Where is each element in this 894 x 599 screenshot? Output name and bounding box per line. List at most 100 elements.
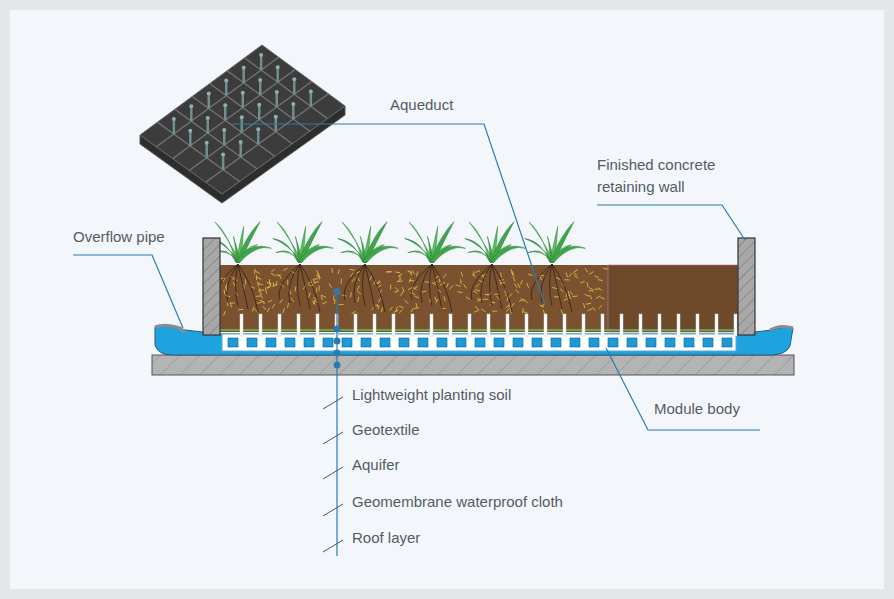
soil-fibre — [252, 307, 253, 312]
aqueduct-peg — [658, 314, 661, 336]
aqueduct-peg — [563, 314, 566, 336]
root — [238, 264, 258, 312]
module-peg — [259, 53, 263, 57]
soil-fibre — [390, 307, 393, 311]
soil-fibre — [273, 282, 274, 287]
soil-fibre — [350, 269, 355, 271]
soil-fibre — [411, 308, 414, 312]
soil-fibre — [295, 286, 297, 291]
soil-fibre — [231, 276, 234, 280]
soil-fibre — [475, 290, 480, 291]
soil-fibre — [405, 300, 408, 304]
soil-fibre — [511, 272, 514, 276]
soil-fibre — [329, 284, 332, 288]
soil-fibre — [500, 273, 502, 278]
soil-fibre — [357, 286, 359, 290]
soil-fibre — [386, 271, 391, 272]
leader-lines — [73, 124, 760, 556]
roof-slab — [152, 355, 794, 375]
soil-fibre — [492, 311, 497, 312]
module-peg — [309, 89, 313, 93]
soil-fibre — [439, 277, 440, 282]
soil-fibre — [322, 295, 327, 297]
grass-blade — [277, 222, 302, 262]
module-peg — [259, 81, 262, 95]
module-frame — [222, 334, 736, 351]
soil-fibre — [271, 269, 274, 273]
soil-fibre — [341, 279, 342, 284]
aqueduct-peg — [240, 314, 243, 336]
soil-fibre — [377, 304, 378, 309]
module-cell — [361, 338, 371, 347]
soil-fibre — [316, 288, 317, 293]
soil-fibre — [309, 285, 314, 287]
soil-fibre — [245, 279, 246, 284]
aqueduct-peg — [449, 314, 452, 336]
module-peg — [258, 78, 262, 82]
module-peg — [206, 116, 210, 120]
soil-fibre — [596, 296, 600, 299]
soil-fibre — [574, 275, 578, 278]
module-peg — [208, 94, 211, 108]
layer-dots — [334, 289, 341, 369]
soil-fibre — [522, 308, 524, 313]
module-peg — [257, 130, 260, 144]
soil-fibre — [464, 284, 467, 288]
aqueduct-peg — [430, 314, 433, 336]
aqueduct-peg — [392, 314, 395, 336]
soil-fibre — [600, 297, 604, 299]
soil-fibre — [449, 286, 453, 289]
soil-fibre — [589, 287, 593, 290]
module-cell — [285, 338, 295, 347]
aqueduct-peg — [601, 314, 604, 336]
grass-blade — [550, 222, 574, 262]
module-grid — [173, 69, 295, 158]
soil-fibre — [508, 294, 512, 297]
module-peg — [240, 118, 243, 132]
root — [363, 264, 366, 306]
soil-fibre — [318, 275, 319, 280]
callout-label: Lightweight planting soil — [352, 384, 612, 406]
soil-fibre — [565, 279, 570, 280]
grass-blade — [490, 246, 525, 262]
module-grid — [192, 96, 274, 156]
module-peg — [241, 91, 245, 95]
module-peg — [258, 106, 261, 120]
aqueduct-peg — [259, 314, 262, 336]
soil-fibre — [412, 270, 415, 274]
soil-fibre — [400, 292, 403, 296]
soil-fibre — [402, 287, 404, 292]
soil-fibre — [313, 278, 318, 280]
root — [430, 264, 433, 306]
soil-fibre — [586, 303, 591, 304]
soil-fibre — [561, 310, 563, 315]
module-cell — [418, 338, 428, 347]
soil-fibre — [313, 279, 315, 284]
soil-fibre — [472, 274, 476, 277]
callout-label: Roof layer — [352, 527, 612, 549]
aqueduct-peg — [316, 314, 319, 336]
module-peg — [225, 82, 228, 96]
soil-fibre — [381, 307, 382, 312]
grass-blade — [529, 222, 554, 262]
root — [552, 264, 572, 312]
soil-fibre — [289, 290, 290, 295]
root — [238, 264, 248, 309]
module-cell — [399, 338, 409, 347]
module-peg — [256, 127, 260, 131]
grass-blade — [298, 246, 333, 262]
soil-fibre — [268, 300, 272, 302]
grass-blade — [550, 246, 585, 262]
soil-fibre — [589, 290, 594, 292]
soil-fibre — [350, 292, 351, 297]
root — [298, 264, 301, 306]
soil-fibre — [377, 282, 381, 285]
module-peg — [222, 128, 226, 132]
module-cell — [247, 338, 257, 347]
module-peg — [189, 104, 193, 108]
callout-label: Aqueduct — [390, 94, 530, 116]
grass-blade — [409, 222, 434, 262]
soil-fibre — [224, 311, 226, 316]
soil-fibre — [287, 280, 288, 285]
soil-fibre — [291, 298, 294, 302]
